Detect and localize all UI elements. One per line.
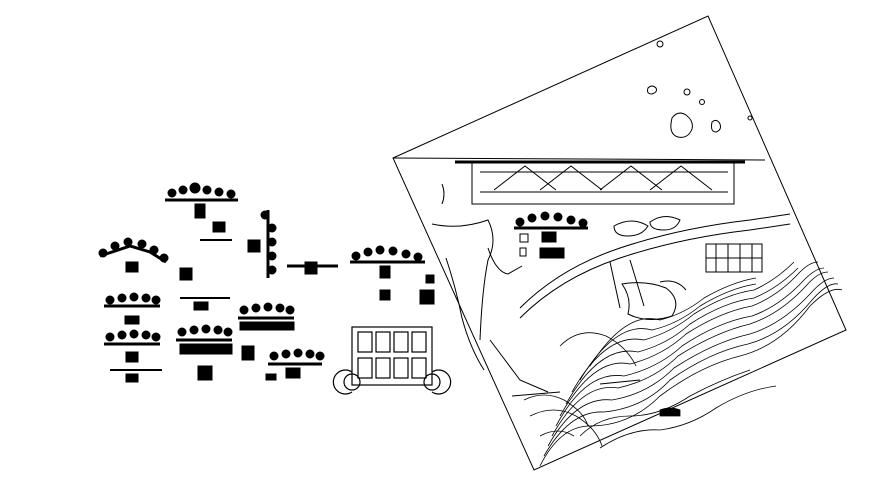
tree-cluster-blocks	[98, 182, 435, 383]
rotated-site-plan	[392, 15, 847, 471]
site-roads	[431, 183, 791, 397]
island-shapes	[613, 40, 753, 237]
site-tree-block	[514, 211, 588, 243]
tree-block-mid-left	[104, 292, 161, 325]
tree-block-top	[165, 182, 238, 241]
tree-block-vertical	[247, 210, 277, 278]
site-top-edge-line	[392, 157, 766, 161]
tree-block-right	[350, 245, 435, 305]
tree-block-lower-center	[176, 324, 255, 381]
building-plan	[332, 326, 452, 395]
contour-lines	[523, 261, 843, 467]
tree-block-lower-left	[104, 329, 162, 383]
tree-block-angled	[98, 237, 193, 281]
runway-outline	[455, 160, 745, 205]
tree-block-mid-right	[238, 302, 295, 331]
site-boundary	[392, 15, 847, 471]
bench-element	[287, 261, 338, 275]
tree-block-bottom	[265, 348, 325, 381]
tree-block-mid-center	[180, 297, 230, 311]
